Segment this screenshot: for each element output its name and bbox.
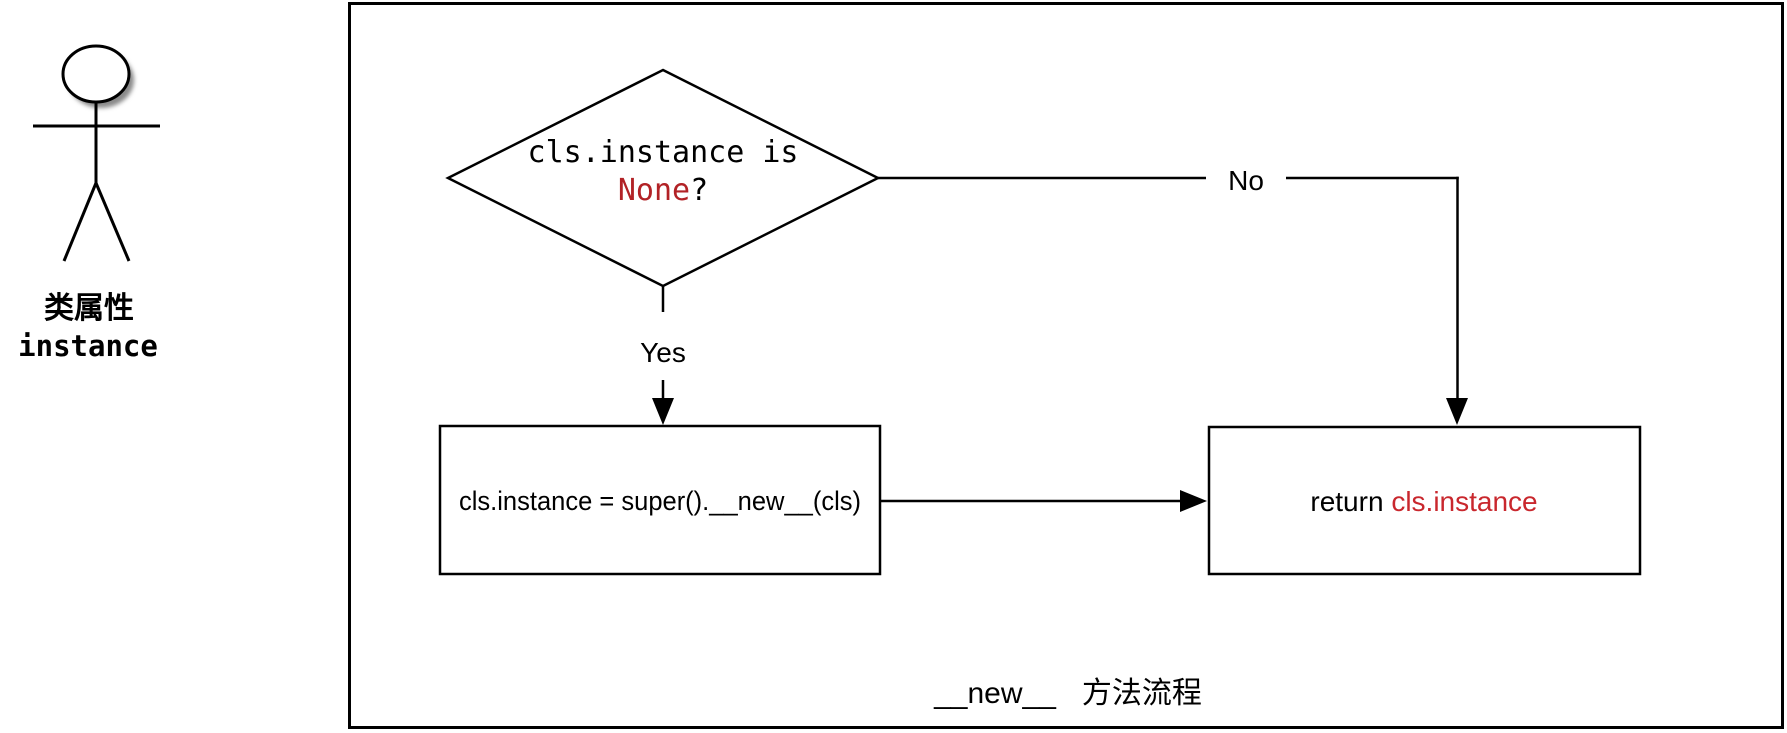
actor-leg-right bbox=[94, 182, 131, 262]
decision-suffix: ? bbox=[690, 173, 708, 208]
actor-label-zh: 类属性 bbox=[44, 292, 134, 325]
return-prefix: return bbox=[1310, 486, 1391, 517]
assign-box bbox=[438, 424, 882, 576]
decision-highlight-none: None bbox=[618, 173, 690, 208]
actor-label-code: instance bbox=[18, 329, 158, 363]
assign-to-return-arrowhead bbox=[1180, 490, 1207, 512]
caption-zh: 方法流程 bbox=[1082, 677, 1202, 710]
return-highlight-instance: cls.instance bbox=[1391, 486, 1537, 517]
caption: __new__ 方法流程 bbox=[933, 677, 1202, 710]
yes-label: Yes bbox=[640, 337, 686, 368]
flow-frame bbox=[348, 2, 1784, 729]
yes-arrowhead bbox=[652, 398, 674, 425]
assign-text: cls.instance = super().__new__(cls) bbox=[459, 486, 861, 516]
no-arrowhead bbox=[1446, 398, 1468, 425]
actor-figure bbox=[33, 44, 160, 262]
no-label: No bbox=[1228, 165, 1264, 196]
actor-leg-left bbox=[62, 182, 98, 262]
return-text: return cls.instance bbox=[1310, 486, 1537, 517]
return-box bbox=[1207, 425, 1642, 576]
decision-text-line1: cls.instance is bbox=[528, 135, 799, 170]
actor-head bbox=[61, 44, 131, 104]
decision-text-line2: None? bbox=[618, 173, 708, 208]
caption-code: __new__ bbox=[933, 677, 1057, 710]
